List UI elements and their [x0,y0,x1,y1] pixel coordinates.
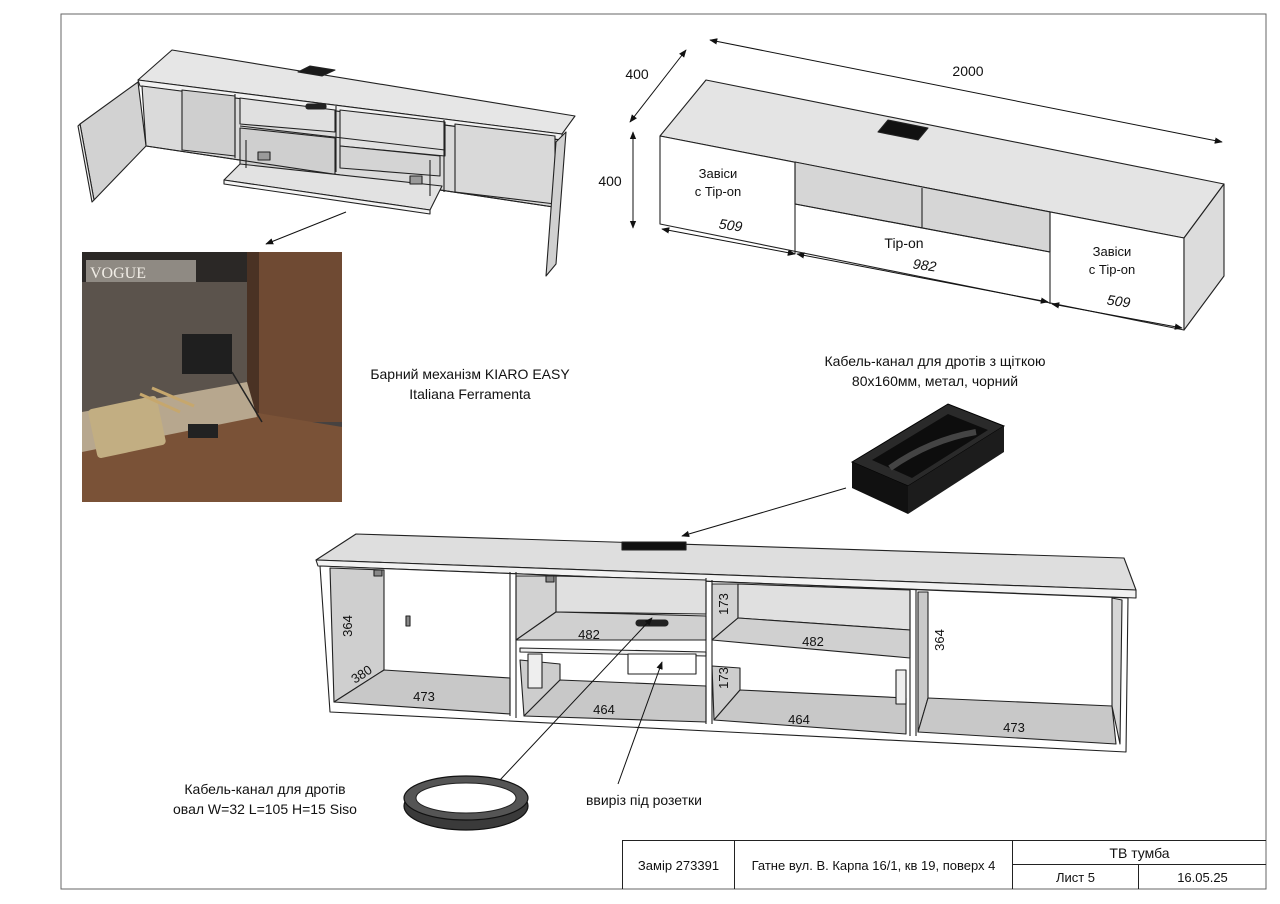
caption-socket-cutout-text: ввиріз під розетки [585,792,702,808]
section-left-label-2: с Tip-on [695,184,741,199]
oval-cable-ring-image [403,775,529,831]
dim-right-width: 473 [1003,720,1025,735]
closed-cabinet-dimensions [629,38,1223,330]
section-right-label-1: Завіси [1093,244,1132,259]
interior-view [315,533,1137,753]
dim-width: 2000 [952,63,983,79]
caption-bar-mechanism-line1: Барний механізм KIARO EASY [370,366,570,382]
section-middle-label: Tip-on [884,235,923,251]
leader-brush-box [681,487,847,538]
caption-cable-brush: Кабель-канал для дротів з щіткою 80х160м… [800,351,1070,391]
caption-cable-brush-line2: 80х160мм, метал, чорний [851,373,1019,389]
brush-cable-box-image [850,403,1006,514]
leader-oval-ring [499,617,653,781]
section-left-label-1: Завіси [699,166,738,181]
leader-socket-cutout [617,661,663,785]
sheet-border [60,13,1267,890]
title-block-address: Гатне вул. В. Карпа 16/1, кв 19, поверх … [734,840,1012,889]
dim-depth: 400 [625,66,649,82]
section-right-dim: 509 [1106,292,1132,311]
closed-cabinet-labels: 2000 400 400 Завіси с Tip-on 509 Tip-on … [598,63,1135,311]
section-right-label-2: с Tip-on [1089,262,1135,277]
title-block-date: 16.05.25 [1138,864,1266,889]
caption-cable-oval: Кабель-канал для дротів овал W=32 L=105 … [160,779,370,819]
closed-cabinet-view [659,79,1225,331]
title-block: Замір 273391 Гатне вул. В. Карпа 16/1, к… [622,840,1266,889]
open-cabinet-view [77,49,576,277]
leader-flap-to-photo [265,211,347,245]
dim-left-height: 364 [340,615,355,637]
dim-middle-right-top: 482 [802,634,824,649]
caption-bar-mechanism-line2: Italiana Ferramenta [409,386,531,402]
dim-middle-left-bottom: 464 [593,702,615,717]
caption-cable-oval-line2: овал W=32 L=105 H=15 Siso [173,801,357,817]
dim-middle-right-bottom-height: 173 [716,667,731,689]
magazine-text: VOGUE [90,265,146,282]
dim-right-height: 364 [932,629,947,651]
dim-middle-right-top-height: 173 [716,593,731,615]
bar-mechanism-photo: VOGUE [82,252,342,502]
title-block-order: Замір 273391 [622,840,734,889]
dim-middle-left-top: 482 [578,627,600,642]
caption-bar-mechanism: Барний механізм KIARO EASY Italiana Ferr… [352,364,588,404]
dim-height: 400 [598,173,622,189]
caption-socket-cutout: ввиріз під розетки [566,790,722,810]
title-block-product: ТВ тумба [1012,840,1266,864]
dim-middle-right-bottom: 464 [788,712,810,727]
section-left-dim: 509 [718,216,744,235]
dim-left-width: 473 [413,689,435,704]
caption-cable-brush-line1: Кабель-канал для дротів з щіткою [824,353,1046,369]
section-middle-dim: 982 [912,256,938,275]
title-block-sheet: Лист 5 [1012,864,1138,889]
caption-cable-oval-line1: Кабель-канал для дротів [184,781,346,797]
